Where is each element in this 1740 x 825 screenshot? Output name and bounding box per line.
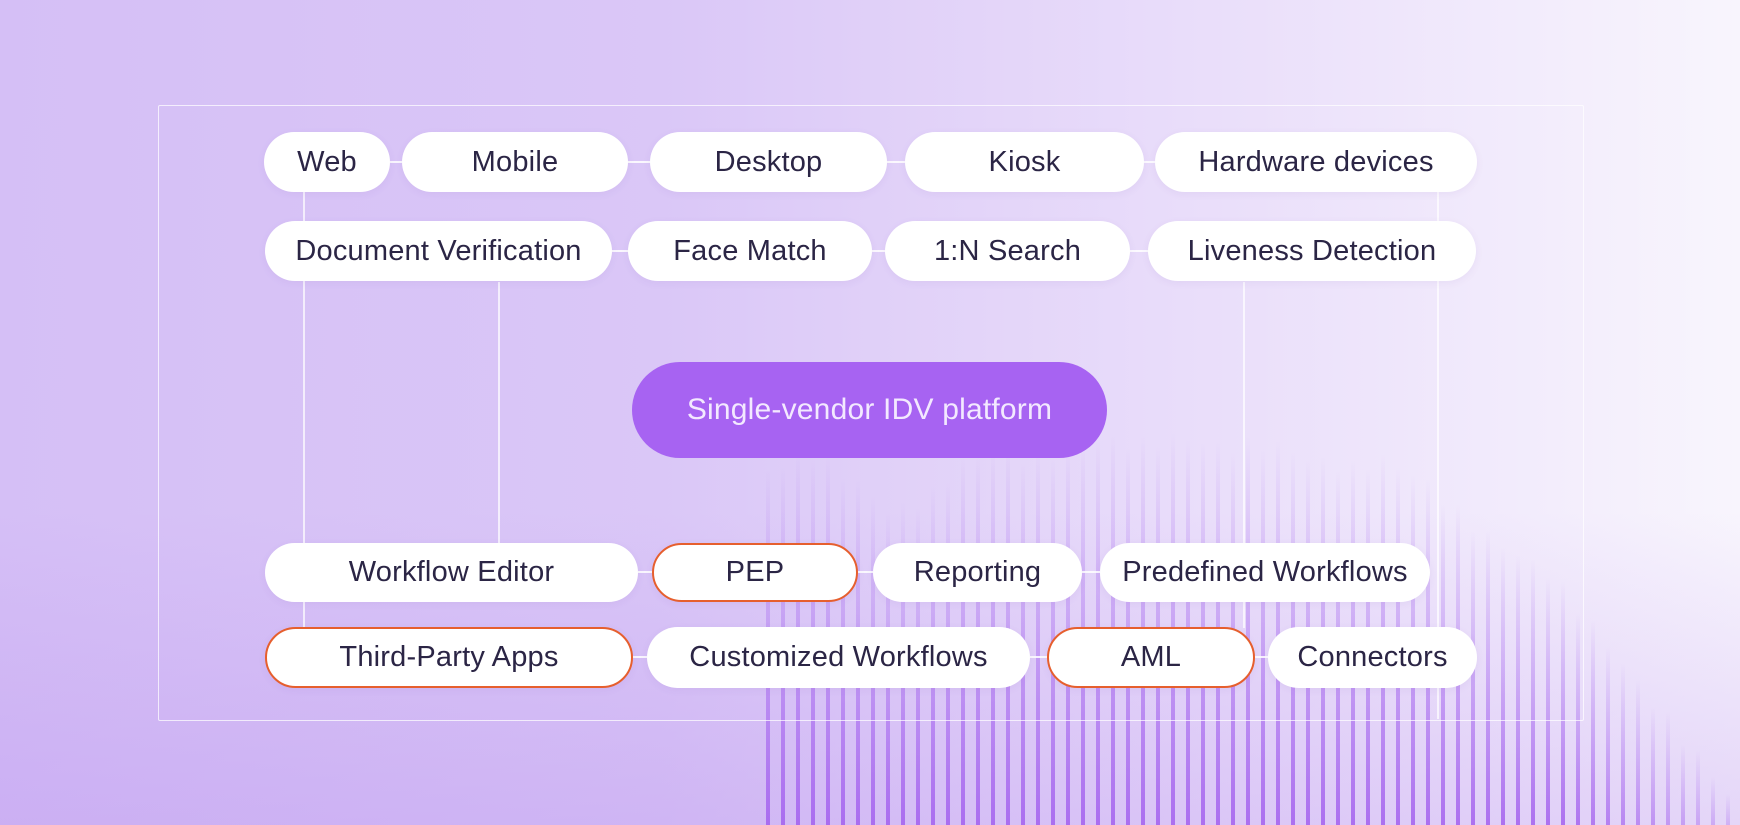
connector-line (498, 282, 500, 543)
wave-stripe (1576, 613, 1580, 825)
wave-stripe (1516, 554, 1520, 825)
node-mobile: Mobile (402, 132, 628, 192)
wave-stripe (1471, 530, 1475, 825)
wave-stripe (1726, 794, 1730, 825)
connector-line (628, 161, 650, 163)
outer-frame (158, 105, 1584, 721)
connector-line (633, 656, 647, 658)
node-face-match: Face Match (628, 221, 872, 281)
wave-stripe (1261, 447, 1265, 825)
connector-line (638, 571, 652, 573)
node-web: Web (264, 132, 390, 192)
node-hardware-devices: Hardware devices (1155, 132, 1477, 192)
node-reporting: Reporting (873, 543, 1082, 602)
node-connectors: Connectors (1268, 627, 1477, 688)
node-desktop: Desktop (650, 132, 887, 192)
connector-line (887, 161, 905, 163)
wave-stripe (1501, 547, 1505, 825)
wave-stripe (1621, 663, 1625, 825)
wave-stripe (1531, 558, 1535, 825)
node-predefined-workflows: Predefined Workflows (1100, 543, 1430, 602)
wave-stripe (1696, 749, 1700, 825)
node-liveness-detection: Liveness Detection (1148, 221, 1476, 281)
wave-stripe (1606, 646, 1610, 825)
wave-stripe (1276, 440, 1280, 825)
connector-line (1082, 571, 1100, 573)
connector-line (1144, 161, 1155, 163)
wave-stripe (1666, 712, 1670, 825)
connector-line (1437, 190, 1439, 719)
node-kiosk: Kiosk (905, 132, 1144, 192)
node-third-party-apps: Third-Party Apps (265, 627, 633, 688)
wave-stripe (1486, 529, 1490, 825)
wave-stripe (1591, 619, 1595, 825)
wave-stripe (1036, 449, 1040, 825)
wave-stripe (1681, 744, 1685, 825)
node-1n-search: 1:N Search (885, 221, 1130, 281)
connector-line (872, 250, 885, 252)
connector-line (1030, 656, 1047, 658)
node-customized-workflows: Customized Workflows (647, 627, 1030, 688)
wave-stripe (1546, 576, 1550, 825)
wave-stripe (1561, 580, 1565, 825)
wave-stripe (1651, 706, 1655, 825)
node-single-vendor-idv-platform: Single-vendor IDV platform (632, 362, 1107, 458)
node-aml: AML (1047, 627, 1255, 688)
connector-line (612, 250, 628, 252)
connector-line (1255, 656, 1268, 658)
connector-line (1130, 250, 1148, 252)
node-workflow-editor: Workflow Editor (265, 543, 638, 602)
node-document-verification: Document Verification (265, 221, 612, 281)
connector-line (303, 192, 305, 627)
wave-stripe (1246, 436, 1250, 825)
wave-stripe (1711, 777, 1715, 825)
connector-line (390, 161, 402, 163)
node-pep: PEP (652, 543, 858, 602)
connector-line (1243, 282, 1245, 628)
wave-stripe (1636, 679, 1640, 825)
connector-line (858, 571, 873, 573)
